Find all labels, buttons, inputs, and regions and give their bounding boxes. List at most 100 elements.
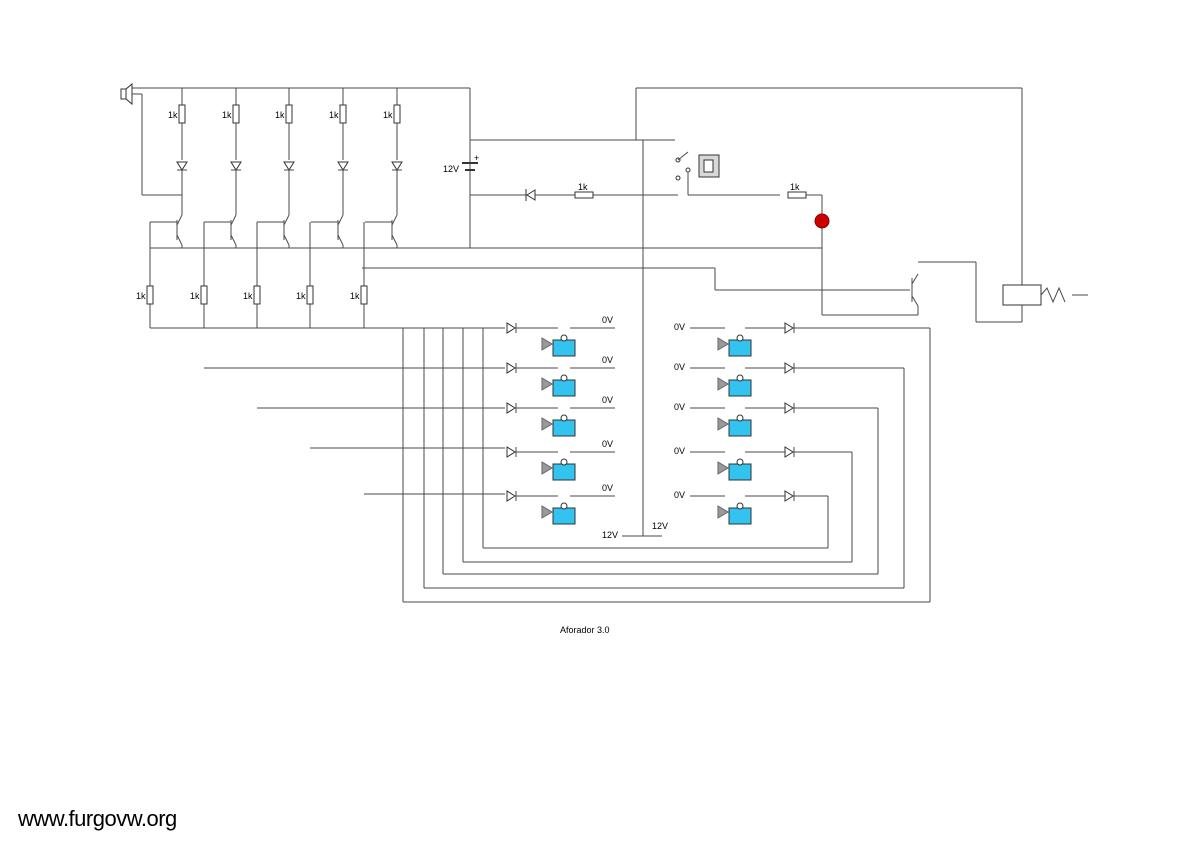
sensor-left-5: 0V — [506, 483, 615, 525]
sensor-right-5: 0V — [674, 490, 795, 525]
ground-label: 0V — [674, 446, 685, 456]
water-tank-icon — [552, 507, 576, 525]
battery-icon: + — [462, 153, 479, 171]
supply-label-right: 12V — [652, 521, 668, 531]
supply-label-left: 12V — [602, 530, 618, 540]
water-tank-icon — [552, 463, 576, 481]
diode-icon — [506, 362, 516, 374]
sensor-left-3: 0V — [506, 395, 615, 437]
tank-sensors: 0V 0V 0V 0V 0V 0V 0V 0V 0V 0V — [506, 315, 795, 525]
water-tank-icon — [728, 507, 752, 525]
footer-site: www.furgovw.org — [18, 806, 177, 831]
base-resistor-label: 1k — [243, 291, 253, 301]
ground-label: 0V — [674, 402, 685, 412]
led-column-1: 1k — [150, 88, 188, 248]
base-resistor-2: 1k — [190, 222, 208, 328]
ground-label: 0V — [602, 315, 613, 325]
water-tank-icon — [552, 419, 576, 437]
probe-icon — [541, 417, 553, 431]
resistor-right-label: 1k — [790, 182, 800, 192]
probe-icon — [541, 337, 553, 351]
base-resistor-3: 1k — [243, 222, 261, 328]
ground-label: 0V — [602, 483, 613, 493]
sensor-left-1: 0V — [506, 315, 615, 357]
top-rail — [130, 87, 1023, 285]
ground-label: 0V — [674, 362, 685, 372]
water-tank-icon — [728, 463, 752, 481]
resistor-mid — [574, 191, 594, 199]
probe-icon — [717, 337, 729, 351]
probe-icon — [541, 461, 553, 475]
led-icon — [176, 161, 188, 171]
sensor-left-4: 0V — [506, 439, 615, 481]
sensor-right-1: 0V — [674, 322, 795, 357]
diode-icon — [784, 322, 794, 334]
led-icon — [283, 161, 295, 171]
base-resistor-4: 1k — [296, 222, 314, 328]
ground-label: 0V — [602, 439, 613, 449]
water-tank-icon — [552, 379, 576, 397]
column-resistor-label: 1k — [275, 110, 285, 120]
led-icon — [391, 161, 403, 171]
led-column-2: 1k — [204, 88, 242, 248]
led-column-5: 1k — [365, 88, 403, 248]
relay-coil-icon — [1002, 284, 1088, 322]
probe-icon — [717, 505, 729, 519]
column-resistor-label: 1k — [168, 110, 178, 120]
toggle-switch-icon — [675, 151, 780, 196]
sensor-right-4: 0V — [674, 446, 795, 481]
base-resistor-5: 1k — [350, 222, 368, 328]
base-resistor-1: 1k — [136, 222, 154, 328]
base-resistor-label: 1k — [296, 291, 306, 301]
sensor-right-2: 0V — [674, 362, 795, 397]
battery-voltage-label: 12V — [443, 164, 459, 174]
sensor-left-2: 0V — [506, 355, 615, 397]
probe-icon — [717, 377, 729, 391]
led-column-3: 1k — [257, 88, 295, 248]
diode-icon — [506, 446, 516, 458]
diode-icon — [506, 402, 516, 414]
led-column-4: 1k — [311, 88, 349, 248]
buses — [150, 140, 910, 536]
base-resistor-label: 1k — [350, 291, 360, 301]
diode-icon — [784, 490, 794, 502]
resistor-right — [787, 191, 807, 199]
column-resistor — [178, 104, 186, 124]
base-resistors: 1k 1k 1k 1k 1k — [136, 222, 368, 328]
diode-icon — [784, 446, 794, 458]
column-resistor — [393, 104, 401, 124]
led-icon — [337, 161, 349, 171]
resistor-mid-label: 1k — [578, 182, 588, 192]
water-tank-icon — [728, 339, 752, 357]
bottom-loops — [150, 327, 931, 603]
base-resistor-label: 1k — [190, 291, 200, 301]
diode-icon — [525, 189, 536, 201]
water-tank-icon — [728, 379, 752, 397]
ground-label: 0V — [602, 395, 613, 405]
probe-icon — [717, 461, 729, 475]
relay-transistor-icon — [822, 261, 1022, 323]
ground-label: 0V — [674, 490, 685, 500]
diode-icon — [506, 322, 516, 334]
base-resistor-label: 1k — [136, 291, 146, 301]
led-icon — [230, 161, 242, 171]
probe-icon — [541, 377, 553, 391]
red-indicator-icon — [814, 213, 830, 229]
diode-icon — [784, 402, 794, 414]
water-tank-icon — [728, 419, 752, 437]
svg-text:+: + — [474, 153, 479, 163]
water-tank-icon — [552, 339, 576, 357]
probe-icon — [541, 505, 553, 519]
sensor-right-3: 0V — [674, 402, 795, 437]
speaker-icon — [120, 82, 182, 196]
column-resistor — [232, 104, 240, 124]
ground-label: 0V — [602, 355, 613, 365]
probe-icon — [717, 417, 729, 431]
column-resistor-label: 1k — [383, 110, 393, 120]
diode-icon — [506, 490, 516, 502]
column-resistor-label: 1k — [222, 110, 232, 120]
ground-label: 0V — [674, 322, 685, 332]
column-resistor — [285, 104, 293, 124]
diode-icon — [784, 362, 794, 374]
